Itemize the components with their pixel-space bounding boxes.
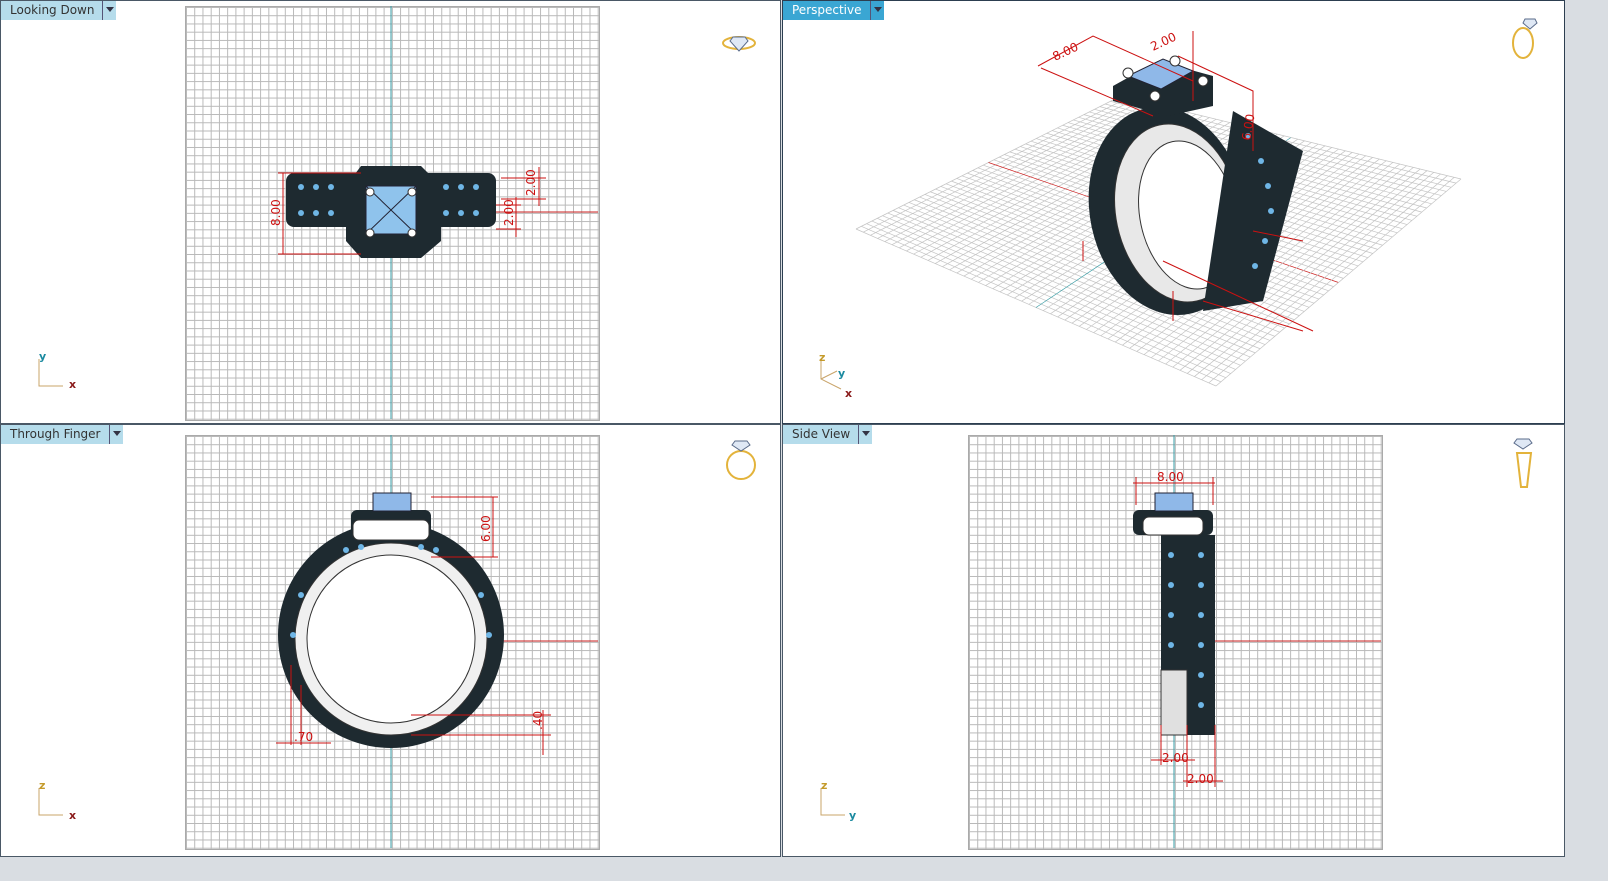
axis-z-label: z bbox=[821, 779, 828, 792]
viewport-tab[interactable]: Perspective bbox=[783, 1, 884, 20]
dimension-label: 6.00 bbox=[479, 515, 493, 542]
ring-front-drawing[interactable]: 6.00 .70 .40 bbox=[1, 425, 781, 857]
ring-top-icon bbox=[722, 36, 756, 52]
viewport-looking-down[interactable]: Looking Down 8.00 2.00 2.00 y x bbox=[0, 0, 781, 424]
axis-z-label: z bbox=[39, 779, 46, 792]
viewport-title[interactable]: Looking Down bbox=[1, 1, 103, 20]
dimension-label: 8.00 bbox=[1050, 40, 1080, 64]
ring-side-icon bbox=[1513, 438, 1533, 488]
axis-y-label: y bbox=[39, 350, 47, 363]
dimension-label: 2.00 bbox=[1187, 772, 1214, 786]
dimension-label: 2.00 bbox=[1148, 30, 1178, 54]
axis-indicator bbox=[820, 788, 845, 816]
axis-indicator bbox=[38, 359, 63, 387]
ring-top-drawing[interactable]: 8.00 2.00 2.00 bbox=[1, 1, 781, 424]
viewport-title[interactable]: Perspective bbox=[783, 1, 870, 20]
ring-front-icon bbox=[726, 440, 756, 480]
axis-x-label: x bbox=[69, 378, 77, 391]
viewport-through-finger[interactable]: Through Finger 6.00 .70 .40 z x bbox=[0, 424, 781, 857]
viewport-tab[interactable]: Looking Down bbox=[1, 1, 117, 20]
viewport-menu-dropdown-icon[interactable] bbox=[108, 425, 123, 444]
axis-x-label: x bbox=[69, 809, 77, 822]
viewport-menu-dropdown-icon[interactable] bbox=[858, 425, 873, 444]
dimension-label: 8.00 bbox=[1157, 470, 1184, 484]
ring-side-drawing[interactable]: 8.00 2.00 2.00 bbox=[783, 425, 1565, 857]
dimension-label: 8.00 bbox=[269, 199, 283, 226]
axis-y-label: y bbox=[838, 367, 846, 380]
axis-indicator bbox=[820, 359, 842, 390]
viewport-title[interactable]: Side View bbox=[783, 425, 859, 444]
dimension-label: .70 bbox=[294, 730, 313, 744]
viewport-title[interactable]: Through Finger bbox=[1, 425, 109, 444]
dimension-label: 2.00 bbox=[502, 199, 516, 226]
viewport-side-view[interactable]: Side View 8.00 2.00 2.00 z y bbox=[782, 424, 1565, 857]
viewport-perspective[interactable]: Perspective 8.00 2.00 6.00 z y x bbox=[782, 0, 1565, 424]
axis-z-label: z bbox=[819, 351, 826, 364]
dimension-label: 6.00 bbox=[1239, 113, 1257, 142]
ring-perspective-icon bbox=[1512, 18, 1538, 59]
viewport-tab[interactable]: Side View bbox=[783, 425, 873, 444]
axis-x-label: x bbox=[845, 387, 853, 400]
axis-y-label: y bbox=[849, 809, 857, 822]
dimension-label: 2.00 bbox=[1162, 751, 1189, 765]
dimension-label: 2.00 bbox=[524, 169, 538, 196]
axis-indicator bbox=[38, 788, 63, 816]
viewport-tab[interactable]: Through Finger bbox=[1, 425, 123, 444]
dimension-label: .40 bbox=[531, 711, 545, 730]
viewport-menu-dropdown-icon[interactable] bbox=[869, 1, 884, 20]
viewport-menu-dropdown-icon[interactable] bbox=[102, 1, 117, 20]
ring-perspective-drawing[interactable]: 8.00 2.00 6.00 bbox=[783, 1, 1565, 424]
